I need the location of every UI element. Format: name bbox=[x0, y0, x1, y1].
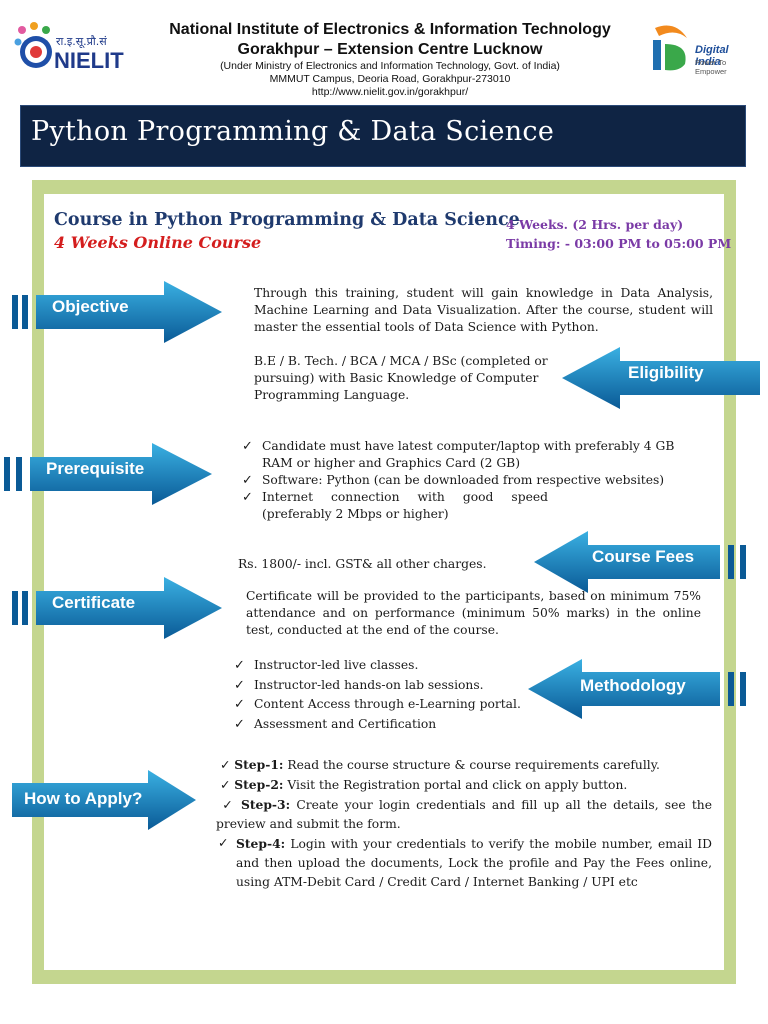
left-arrow-icon bbox=[528, 659, 746, 719]
list-item: ✓Candidate must have latest computer/lap… bbox=[242, 439, 675, 470]
eligibility-text: B.E / B. Tech. / BCA / MCA / BSc (comple… bbox=[254, 353, 584, 404]
check-icon: ✓ bbox=[234, 658, 245, 673]
list-item-continued: (preferably 2 Mbps or higher) bbox=[262, 507, 449, 521]
objective-arrow: Objective bbox=[8, 281, 224, 343]
list-item: ✓Assessment and Certification bbox=[232, 715, 532, 735]
certificate-arrow: Certificate bbox=[8, 577, 224, 639]
check-icon: ✓ bbox=[220, 758, 231, 772]
methodology-label: Methodology bbox=[580, 676, 686, 695]
check-icon: ✓ bbox=[242, 473, 253, 488]
ministry-line: (Under Ministry of Electronics and Infor… bbox=[220, 60, 560, 72]
centre-name: Gorakhpur – Extension Centre Lucknow bbox=[237, 41, 543, 58]
list-item: ✓Content Access through e-Learning porta… bbox=[232, 695, 532, 715]
eligibility-line-3: Programming Language. bbox=[254, 388, 410, 402]
eligibility-line-1: B.E / B. Tech. / BCA / MCA / BSc (comple… bbox=[254, 354, 548, 368]
list-item: ✓Internet connection with good speed bbox=[242, 490, 548, 505]
institute-name: National Institute of Electronics & Info… bbox=[169, 21, 611, 38]
list-item: ✓Software: Python (can be downloaded fro… bbox=[242, 473, 665, 488]
right-arrow-icon bbox=[12, 770, 196, 830]
fees-text: Rs. 1800/- incl. GST& all other charges. bbox=[238, 557, 487, 571]
eligibility-arrow: Eligibility bbox=[560, 347, 766, 409]
fees-label: Course Fees bbox=[592, 547, 695, 566]
check-icon: ✓ bbox=[218, 836, 229, 850]
check-icon: ✓ bbox=[234, 677, 245, 693]
digital-india-logo: Digital India Power To Empower bbox=[645, 18, 755, 76]
step-4: ✓ Step-4: Login with your credentials to… bbox=[218, 836, 712, 889]
step-2: ✓ Step-2: Visit the Registration portal … bbox=[220, 777, 628, 792]
methodology-arrow: Methodology bbox=[526, 659, 766, 719]
eligibility-line-2: pursuing) with Basic Knowledge of Comput… bbox=[254, 371, 539, 385]
left-arrow-icon bbox=[562, 347, 760, 409]
step-1: ✓ Step-1: Read the course structure & co… bbox=[220, 757, 660, 772]
step-3: ✓ Step-3: Create your login credentials … bbox=[216, 797, 712, 831]
check-icon: ✓ bbox=[234, 716, 245, 732]
check-icon: ✓ bbox=[222, 798, 235, 812]
right-arrow-icon bbox=[4, 443, 212, 505]
apply-steps: ✓ Step-1: Read the course structure & co… bbox=[216, 755, 712, 892]
objective-text: Through this training, student will gain… bbox=[254, 286, 713, 334]
prerequisite-list: ✓Candidate must have latest computer/lap… bbox=[240, 438, 700, 523]
check-icon: ✓ bbox=[242, 439, 253, 454]
banner-title-bar: Python Programming & Data Science bbox=[20, 105, 746, 167]
methodology-list: ✓Instructor-led live classes. ✓Instructo… bbox=[232, 656, 532, 734]
course-timing: Timing: - 03:00 PM to 05:00 PM bbox=[506, 236, 732, 251]
nielit-name: NIELIT bbox=[54, 48, 124, 73]
website-link[interactable]: http://www.nielit.gov.in/gorakhpur/ bbox=[311, 86, 469, 98]
apply-arrow: How to Apply? bbox=[8, 770, 198, 830]
nielit-logo: रा.इ.सू.प्रौ.सं NIELIT bbox=[12, 18, 132, 76]
right-arrow-icon bbox=[12, 577, 222, 639]
eligibility-label: Eligibility bbox=[628, 363, 704, 382]
objective-label: Objective bbox=[52, 297, 129, 316]
prerequisite-label: Prerequisite bbox=[46, 459, 145, 478]
course-title: Course in Python Programming & Data Scie… bbox=[54, 210, 520, 230]
left-arrow-icon bbox=[534, 531, 746, 593]
check-icon: ✓ bbox=[242, 490, 253, 505]
digital-india-tagline: Power To Empower bbox=[695, 58, 727, 76]
digital-india-name: Digital India bbox=[695, 44, 729, 68]
list-item: ✓Instructor-led hands-on lab sessions. bbox=[232, 676, 532, 696]
nielit-hindi-text: रा.इ.सू.प्रौ.सं bbox=[56, 35, 107, 48]
certificate-label: Certificate bbox=[52, 593, 136, 612]
prerequisite-arrow: Prerequisite bbox=[0, 443, 216, 505]
check-icon: ✓ bbox=[220, 778, 231, 792]
address-line: MMMUT Campus, Deoria Road, Gorakhpur-273… bbox=[269, 73, 511, 85]
fees-arrow: Course Fees bbox=[532, 531, 766, 593]
course-duration: 4 Weeks. (2 Hrs. per day) bbox=[506, 217, 684, 232]
list-item: ✓Instructor-led live classes. bbox=[232, 656, 532, 676]
certificate-text: Certificate will be provided to the part… bbox=[246, 589, 701, 637]
course-subtitle: 4 Weeks Online Course bbox=[54, 233, 262, 252]
banner-title: Python Programming & Data Science bbox=[31, 116, 555, 147]
check-icon: ✓ bbox=[234, 697, 245, 712]
right-arrow-icon bbox=[12, 281, 222, 343]
apply-label: How to Apply? bbox=[24, 789, 143, 808]
